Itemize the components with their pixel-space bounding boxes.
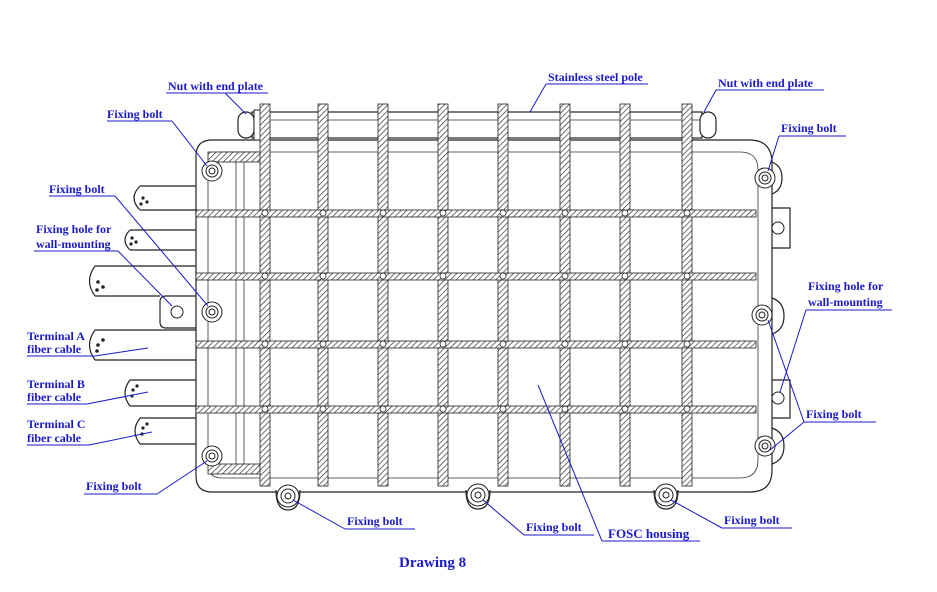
label-fixing-bolt-bottom-1: Fixing bolt [347, 514, 403, 528]
stainless-steel-pole [237, 109, 717, 141]
label-fixing-bolt-top-right: Fixing bolt [781, 121, 837, 135]
label-fixing-bolt-right-lower: Fixing bolt [806, 407, 862, 421]
label-fixing-hole-left-line2: wall-mounting [36, 237, 111, 251]
bolt-bottom-3 [654, 483, 678, 507]
hatched-strip-top [207, 151, 261, 163]
label-nut-end-plate-right: Nut with end plate [718, 76, 814, 90]
bolt-right-top [754, 167, 776, 189]
label-stainless-steel-pole: Stainless steel pole [548, 70, 643, 84]
label-fixing-bolt-left-mid: Fixing bolt [49, 182, 105, 196]
fosc-housing-body [159, 139, 791, 493]
labels: Nut with end plate Stainless steel pole … [27, 70, 884, 571]
bolt-left-bottom [201, 445, 223, 467]
label-fixing-hole-right-line2: wall-mounting [808, 295, 883, 309]
grid-intersection-rivets [261, 209, 691, 413]
wall-mount-holes [170, 221, 785, 405]
label-fixing-hole-right-line1: Fixing hole for [808, 279, 884, 293]
label-terminal-b-line1: Terminal B [27, 377, 85, 391]
label-nut-end-plate-left: Nut with end plate [168, 79, 264, 93]
label-fixing-bolt-bottom-2: Fixing bolt [526, 520, 582, 534]
bolt-right-bottom [754, 435, 776, 457]
label-fosc-housing: FOSC housing [608, 526, 690, 541]
horizontal-grid-bars [195, 209, 757, 414]
fixing-bolts [201, 160, 776, 511]
vertical-grid-bars [259, 103, 693, 487]
label-terminal-c-line2: fiber cable [27, 431, 82, 445]
fiber-cables [88, 185, 196, 445]
label-fixing-bolt-bottom-3: Fixing bolt [724, 513, 780, 527]
label-terminal-c-line1: Terminal C [27, 417, 86, 431]
drawing-caption: Drawing 8 [399, 555, 466, 571]
bolt-bottom-1 [276, 484, 300, 508]
label-fixing-hole-left-line1: Fixing hole for [36, 222, 112, 236]
label-terminal-a-line2: fiber cable [27, 342, 82, 356]
label-terminal-a-line1: Terminal A [27, 329, 85, 343]
leader-lines [27, 83, 892, 542]
label-fixing-bolt-bottom-left: Fixing bolt [86, 479, 142, 493]
bolt-right-mid [751, 304, 773, 326]
bolt-left-mid [201, 301, 223, 323]
label-terminal-b-line2: fiber cable [27, 390, 82, 404]
label-fixing-bolt-top-left: Fixing bolt [107, 107, 163, 121]
